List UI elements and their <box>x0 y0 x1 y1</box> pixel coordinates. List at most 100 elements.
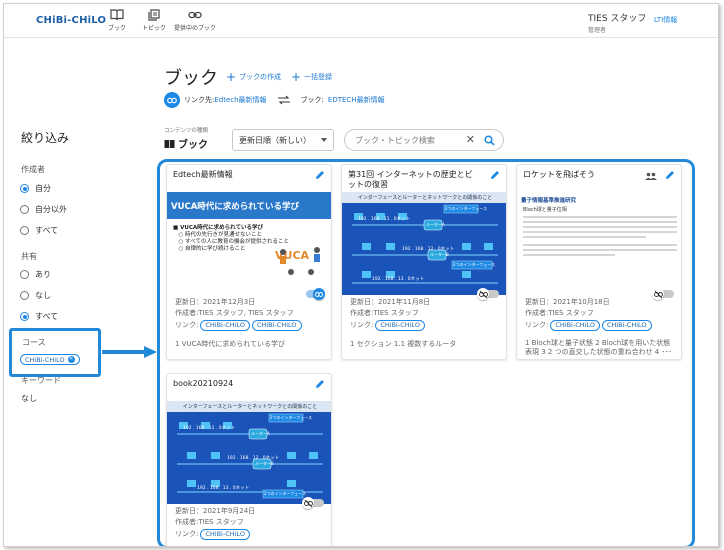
clear-icon[interactable]: ✕ <box>465 133 475 146</box>
thumb-line: ○ 時代の先行きが見通せないこと <box>173 232 263 238</box>
book-card-author: 作成者:TIES スタッフ <box>525 309 594 317</box>
link-prefix: リンク先: <box>184 96 215 104</box>
thumb-caption: インターフェースとルーターとネットワークとの関係のこと <box>167 401 331 412</box>
thumb-line: ○ すべての人に教育の機会が提供されること <box>173 239 289 245</box>
book-card-author: 作成者:TIES スタッフ <box>175 518 244 526</box>
link-off-icon <box>652 288 664 300</box>
course-chip[interactable]: CHiBi-CHiLO <box>200 529 250 540</box>
share-toggle[interactable] <box>652 288 676 300</box>
book-card-links: リンク: CHiBi-CHiLO <box>175 529 255 540</box>
thumb-caption: インターフェースとルーターとネットワークとの関係のこと <box>342 192 506 203</box>
bulk-register-button[interactable]: + 一括登録 <box>291 70 333 84</box>
author-option-self[interactable]: 自分 <box>20 183 51 194</box>
keyword-filter-label: キーワード <box>21 376 61 385</box>
book-card[interactable]: ロケットを飛ばそう 量子情報基準推進研究 Bloch球と量子位相 更新日：202… <box>516 164 682 360</box>
book-card-meta: 更新日：2021年10月18日 作成者:TIES スタッフ リンク: CHiBi… <box>525 297 652 331</box>
share-toggle[interactable] <box>477 288 501 300</box>
router-a-label: ルーターA <box>251 431 270 436</box>
book-card-description: 1 VUCA時代に求められている学び <box>175 340 286 348</box>
lti-info-link[interactable]: LTI情報 <box>654 16 678 24</box>
interface-label-2: 2つのインターフェース <box>453 262 496 267</box>
link-target[interactable]: Edtech最新情報 <box>214 96 267 104</box>
search-input[interactable]: ブック・トピック検索 ✕ <box>344 129 504 151</box>
content-type-selector[interactable]: ブック <box>164 136 208 151</box>
link-circle-icon <box>164 92 180 108</box>
book-card-title: Edtech最新情報 <box>173 170 233 179</box>
edit-pencil-icon[interactable] <box>315 379 325 389</box>
radio-icon <box>20 270 29 279</box>
author-option-self-label: 自分 <box>35 184 51 193</box>
book-thumbnail: VUCA時代に求められている学び ■ VUCA時代に求められている学び ○ 時代… <box>167 192 331 295</box>
share-toggle[interactable] <box>302 497 326 509</box>
share-option-all[interactable]: すべて <box>20 311 58 322</box>
nav-topics[interactable]: トピック <box>142 9 166 32</box>
search-icon[interactable] <box>484 135 495 146</box>
nav-books[interactable]: ブック <box>108 9 126 32</box>
toggle-track <box>306 499 324 507</box>
top-bar: CHiBi-CHiLO ブック トピック 提供中のブック TIES スタッフ 管… <box>4 4 718 38</box>
sort-value: 更新日順（新しい） <box>239 136 311 145</box>
chip-remove-icon[interactable]: ✕ <box>67 356 75 363</box>
edit-pencil-icon[interactable] <box>315 170 325 180</box>
net-label-3: 192 . 168 . 13 . 0ネット <box>197 486 250 491</box>
share-option-yes[interactable]: あり <box>20 269 51 280</box>
plus-icon: + <box>291 70 302 84</box>
book-target[interactable]: EDTECH最新情報 <box>327 96 385 104</box>
share-option-no[interactable]: なし <box>20 290 51 301</box>
course-chip[interactable]: CHiBi-CHiLO <box>200 320 250 331</box>
author-filter-label: 作成者 <box>21 165 45 174</box>
book-card[interactable]: Edtech最新情報 VUCA時代に求められている学び ■ VUCA時代に求めら… <box>166 164 332 360</box>
net-label-1: 192 . 168 . 11 . 0ネット <box>183 426 236 431</box>
book-card-author: 作成者:TIES スタッフ, TIES スタッフ <box>175 309 294 317</box>
book-card-updated: 更新日：2021年11月8日 <box>350 298 431 306</box>
edit-pencil-icon[interactable] <box>665 170 675 180</box>
book-open-icon <box>110 9 124 21</box>
course-chip[interactable]: CHiBi-CHiLO <box>251 320 302 331</box>
user-info[interactable]: TIES スタッフ 管理者 <box>588 11 646 34</box>
author-option-all[interactable]: すべて <box>20 225 58 236</box>
interface-label-1: 2つのインターフェース <box>270 415 313 420</box>
book-card[interactable]: 第31回 インターネットの歴史とビットの復習 インターフェースとルーターとネット… <box>341 164 507 360</box>
course-chip[interactable]: CHiBi-CHiLO <box>375 320 425 331</box>
book-thumbnail: インターフェースとルーターとネットワークとの関係のこと 192 . 168 . … <box>167 401 331 504</box>
book-card-links: リンク: CHiBi-CHiLO CHiBi-CHiLO <box>175 320 302 331</box>
net-label-2: 192 . 168 . 12 . 0ネット <box>227 456 280 461</box>
nav-provided-books[interactable]: 提供中のブック <box>174 9 216 32</box>
radio-selected-icon <box>20 184 29 193</box>
swap-arrows-icon <box>277 95 290 105</box>
book-card-meta: 更新日：2021年11月8日 作成者:TIES スタッフ リンク: CHiBi-… <box>350 297 430 331</box>
toggle-track <box>656 290 674 298</box>
course-chip-label: CHiBi-CHiLO <box>25 355 65 364</box>
thumb-line: ■ VUCA時代に求められている学び <box>173 225 263 231</box>
link-label: リンク: <box>350 321 374 329</box>
router-b-label: ルーターB <box>255 461 274 466</box>
book-card[interactable]: book20210924 インターフェースとルーターとネットワークとの関係のこと… <box>166 373 332 546</box>
radio-icon <box>20 226 29 235</box>
course-chip[interactable]: CHiBi-CHiLO <box>601 320 652 331</box>
share-toggle[interactable] <box>302 288 326 300</box>
book-icon <box>164 139 175 148</box>
share-option-all-label: すべて <box>35 312 59 321</box>
app-logo[interactable]: CHiBi-CHiLO <box>36 15 107 26</box>
course-chip[interactable]: CHiBi-CHiLO <box>550 320 600 331</box>
book-card-updated: 更新日：2021年12月3日 <box>175 298 256 306</box>
book-card-description: 1 セクション 1.1 複数するルータ <box>350 340 457 348</box>
link-label: リンク: <box>525 321 549 329</box>
network-diagram-icon <box>352 204 498 284</box>
author-option-others[interactable]: 自分以外 <box>20 204 67 215</box>
share-option-yes-label: あり <box>35 270 51 279</box>
create-book-button[interactable]: + ブックの作成 <box>226 71 281 83</box>
sort-select[interactable]: 更新日順（新しい） <box>232 129 334 151</box>
link-status-row: リンク先:Edtech最新情報 ブック: EDTECH最新情報 <box>164 92 385 108</box>
bulk-register-label: 一括登録 <box>304 73 333 81</box>
course-filter-highlight: コース CHiBi-CHiLO ✕ <box>9 328 101 377</box>
edit-pencil-icon[interactable] <box>490 170 500 180</box>
library-icon <box>148 9 160 21</box>
radio-selected-icon <box>20 312 29 321</box>
group-icon <box>645 172 657 180</box>
link-icon <box>188 11 202 19</box>
app-window: CHiBi-CHiLO ブック トピック 提供中のブック TIES スタッフ 管… <box>3 3 719 547</box>
interface-label-2: 2つのインターフェース <box>264 491 307 496</box>
course-chip[interactable]: CHiBi-CHiLO ✕ <box>20 354 80 365</box>
link-off-icon <box>477 288 489 300</box>
